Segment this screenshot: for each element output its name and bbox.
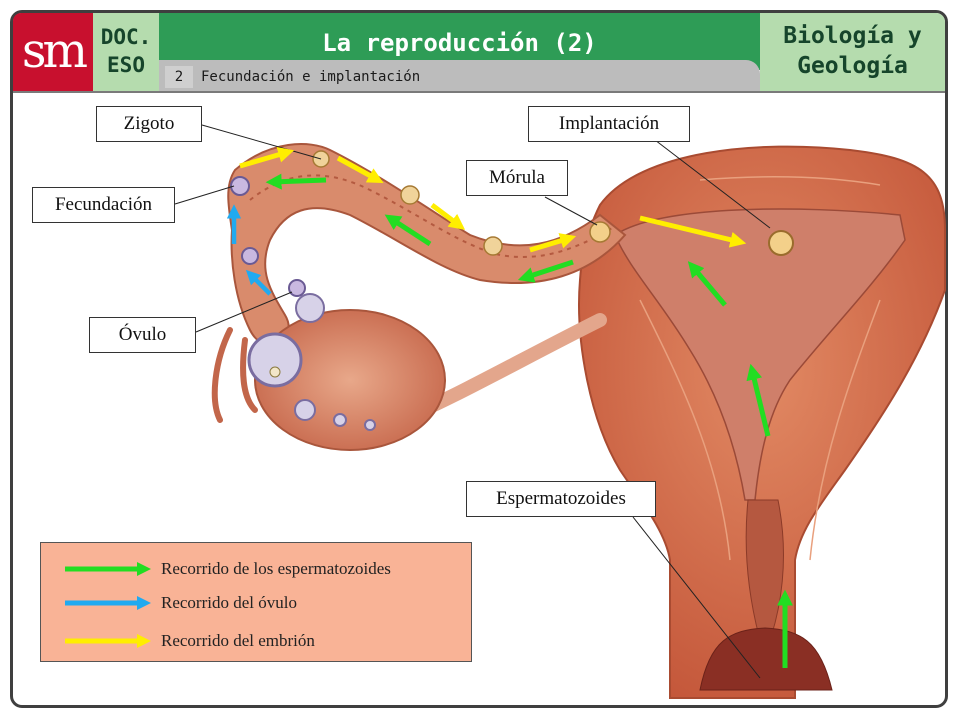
legend-arrow-yellow-icon: [65, 634, 151, 648]
ovary: [247, 293, 446, 451]
label-implantacion: Implantación: [528, 106, 690, 142]
eso-label: ESO: [107, 53, 145, 77]
sm-logo: sm: [13, 13, 93, 91]
subject-badge: Biología y Geología: [760, 13, 945, 91]
label-morula: Mórula: [466, 160, 568, 196]
legend-text-ovum: Recorrido del óvulo: [161, 593, 297, 612]
label-ovulo: Óvulo: [89, 317, 196, 353]
legend-arrow-blue-icon: [65, 596, 151, 610]
legend-text-sperm: Recorrido de los espermatozoides: [161, 559, 391, 578]
section-bar: [159, 60, 760, 91]
label-zigoto: Zigoto: [96, 106, 202, 142]
uterus: [578, 145, 946, 699]
embryo-cells: [312, 150, 794, 256]
ovum-path-arrows: [226, 204, 272, 296]
embryo-path-arrows: [239, 147, 747, 253]
section-title: Fecundación e implantación: [201, 69, 421, 85]
label-fecundacion: Fecundación: [32, 187, 175, 223]
section-number: 2: [165, 66, 193, 88]
legend: Recorrido de los espermatozoides Recorri…: [40, 542, 472, 662]
subject-line-2: Geología: [797, 53, 908, 79]
legend-text-embryo: Recorrido del embrión: [161, 631, 315, 650]
leader-lines: [174, 124, 771, 679]
sperm-path-arrows: [265, 173, 794, 668]
legend-item-ovum: Recorrido del óvulo: [41, 590, 471, 616]
ovum-cells: [230, 176, 306, 297]
legend-item-embryo: Recorrido del embrión: [41, 628, 471, 654]
legend-arrow-green-icon: [65, 562, 151, 576]
legend-item-sperm: Recorrido de los espermatozoides: [41, 556, 471, 582]
header-divider: [13, 91, 945, 93]
doc-eso-badge: DOC. ESO: [93, 13, 159, 91]
doc-label: DOC.: [100, 25, 152, 49]
label-espermatozoides: Espermatozoides: [466, 481, 656, 517]
subject-line-1: Biología y: [783, 23, 922, 49]
